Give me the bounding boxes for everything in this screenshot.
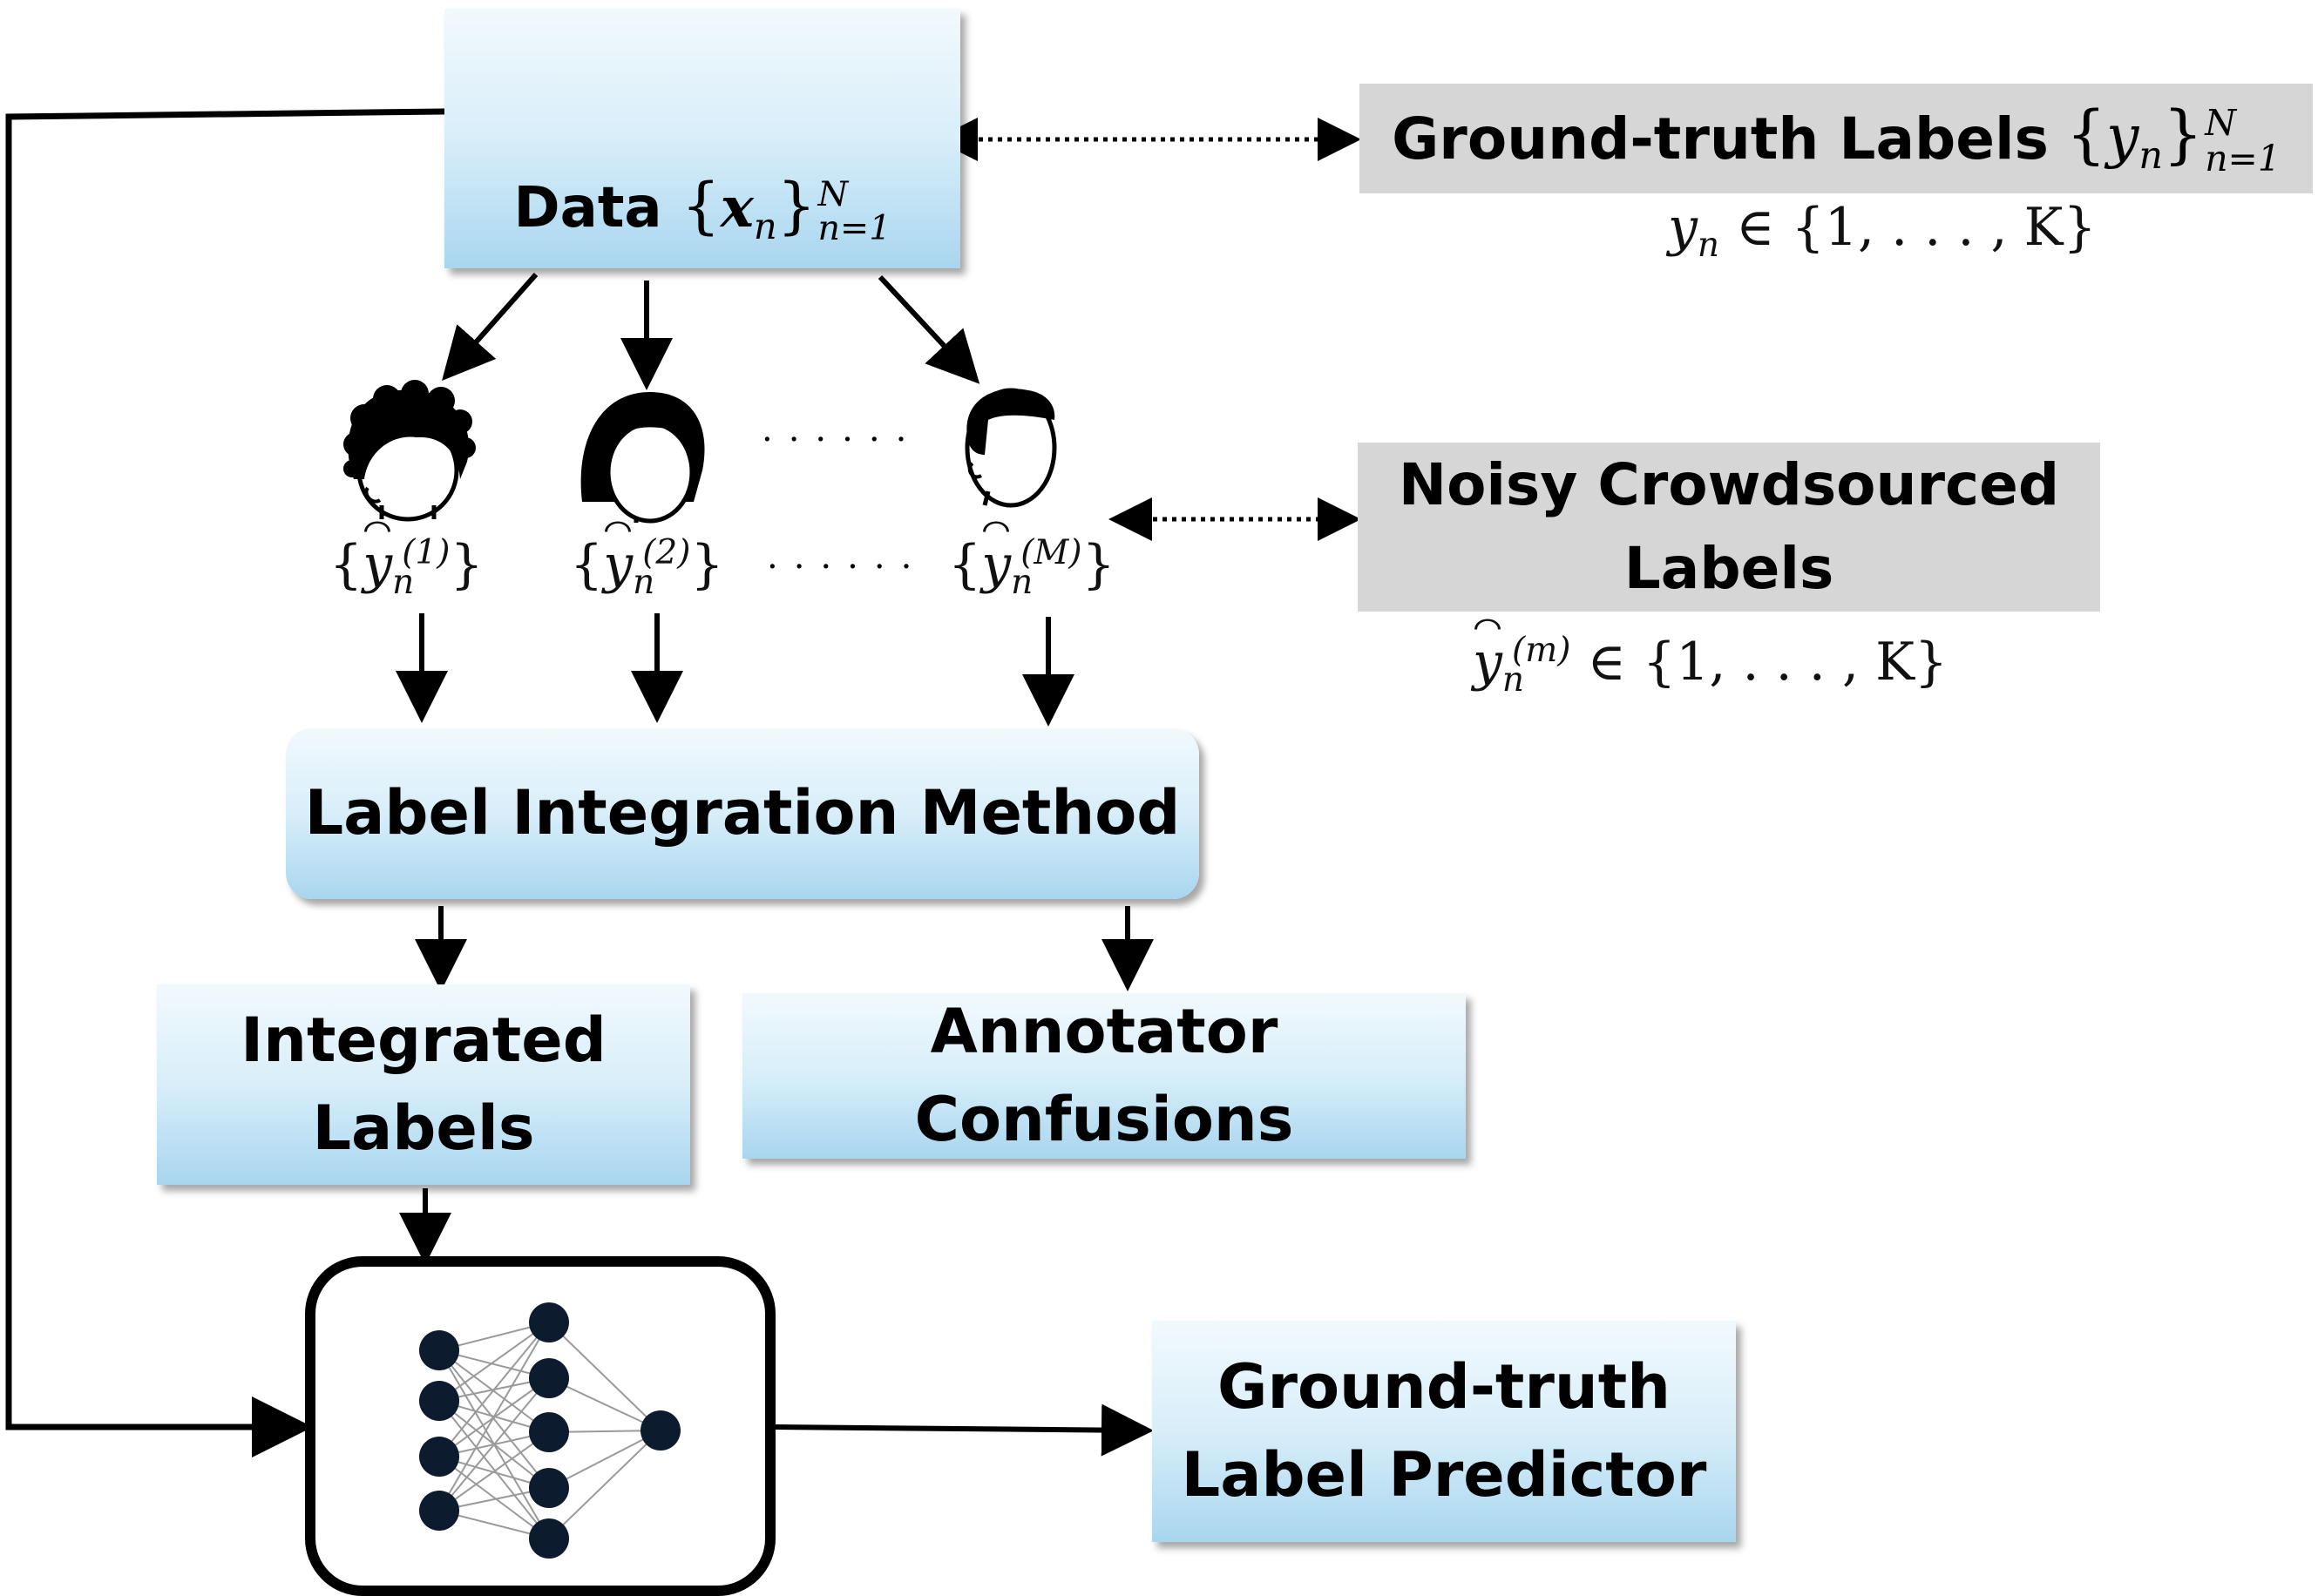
annotator-confusions-box: Annotator Confusions [742,993,1466,1159]
noisy-domain-sub: n [1501,660,1525,700]
nn-edge [438,1456,550,1539]
arrow-data-to-annotator-1 [442,273,539,381]
annotator-labels-2: {yn(2)} [570,533,724,602]
nn-node [529,1468,569,1508]
nn-edge [548,1430,661,1489]
gt-domain-sub: n [1697,226,1720,265]
nn-edge [438,1322,550,1402]
data-sub-range: n=1 [817,208,891,249]
predictor-line2: Label Predictor [1181,1439,1707,1511]
noisy-domain-var: y [1473,632,1502,693]
nn-node [419,1437,459,1477]
gt-sub-range: n=1 [2205,138,2281,180]
nn-node [529,1518,569,1559]
data-label: Data [513,175,662,240]
data-to-network-loop [5,108,445,1457]
integrated-line2: Labels [312,1092,535,1164]
data-var: x [720,174,754,240]
nn-node [529,1412,569,1452]
label-integration-text: Label Integration Method [304,777,1181,849]
nn-edge [548,1322,661,1431]
annotator-labels-m: {yn(M)} [948,533,1115,602]
nn-edge [438,1377,550,1511]
label-integration-box: Label Integration Method [286,728,1199,899]
nn-node [419,1491,459,1531]
nn-node [419,1330,459,1370]
annotator-labels-1: {yn(1)} [329,533,484,602]
nn-edge [438,1322,550,1457]
annotator-1-sup: (1) [402,533,451,572]
noisy-line1: Noisy Crowdsourced [1398,451,2060,519]
data-sup: N [817,173,849,214]
nn-edge [548,1377,661,1431]
annotator-ellipsis: ...... [762,409,923,450]
gt-sup: N [2205,102,2236,145]
gt-var: y [2106,103,2139,171]
nn-edge [548,1430,661,1539]
nn-node [419,1381,459,1421]
short-hair-person-icon [965,388,1057,508]
nn-edge [438,1431,550,1511]
nn-node [640,1410,681,1451]
neural-network-icon [419,1302,681,1559]
gt-subscript: n [2138,134,2164,179]
noisy-line2: Labels [1623,535,1834,602]
gt-domain-annotation: yn ∈ {1, . . . , K} [1668,197,2097,265]
noisy-crowdsourced-labels-box: Noisy Crowdsourced Labels [1358,443,2100,612]
gt-label: Ground-truth Labels [1392,105,2049,172]
nn-edge [438,1349,550,1433]
arrow-network-to-predictor [773,1403,1154,1457]
nn-node [529,1302,569,1342]
predictor-box: Ground-truth Label Predictor [1152,1321,1736,1542]
arrow-data-to-annotator-m [878,274,980,384]
nn-edge [438,1349,550,1489]
noisy-domain-annotation: yn(m) ∈ {1, . . . , K} [1473,631,1948,700]
nn-edge [438,1400,550,1539]
data-subscript: n [753,204,777,247]
annotator-m-sup: (M) [1020,533,1082,572]
predictor-line1: Ground-truth [1217,1350,1671,1423]
curly-hair-person-icon [343,380,476,522]
label-ellipsis: ...... [767,537,928,577]
confusions-line1: Annotator [930,995,1278,1067]
confusions-line2: Confusions [914,1084,1294,1155]
bob-hair-person-icon [580,392,705,524]
gt-domain-var: y [1668,197,1698,258]
integrated-line1: Integrated [241,1004,607,1076]
nn-edge [438,1322,550,1511]
noisy-domain-sup: (m) [1512,631,1571,670]
annotator-2-sup: (2) [642,533,691,572]
nn-node [529,1358,569,1398]
gt-domain-set: ∈ {1, . . . , K} [1736,197,2097,258]
noisy-domain-set: ∈ {1, . . . , K} [1587,632,1949,693]
integrated-labels-box: Integrated Labels [157,984,690,1185]
